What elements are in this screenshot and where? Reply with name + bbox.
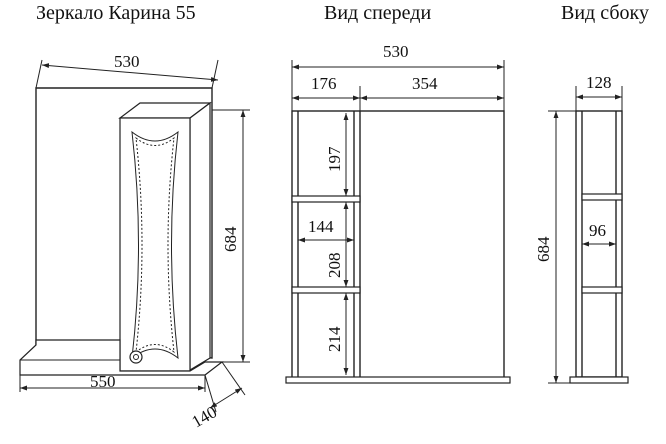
front-view-title: Вид спереди	[324, 2, 432, 24]
side-view: 128 684 96	[534, 73, 629, 384]
front-total-width-label: 530	[383, 42, 409, 61]
perspective-view: 530 684 550 140	[19, 52, 250, 431]
product-title: Зеркало Карина 55	[36, 2, 196, 24]
persp-base-depth-label: 140	[189, 402, 221, 431]
persp-height-label: 684	[221, 226, 240, 252]
front-gap-bottom-label: 214	[325, 326, 344, 352]
front-shelf-2	[291, 286, 361, 294]
front-left-section-label: 176	[311, 74, 337, 93]
side-depth-label: 128	[586, 73, 612, 92]
side-height-label: 684	[534, 236, 553, 262]
side-shelf-2	[581, 286, 623, 294]
door-ornament	[131, 130, 179, 360]
front-gap-middle-label: 208	[325, 253, 344, 279]
front-shelf-1	[291, 195, 361, 203]
front-shelf-depth-label: 144	[308, 217, 334, 236]
persp-width-label: 530	[114, 52, 140, 71]
front-right-section-label: 354	[412, 74, 438, 93]
cabinet-side	[189, 101, 211, 372]
door-knob	[129, 350, 143, 364]
front-gap-top-label: 197	[325, 146, 344, 172]
front-view: 530 176 354 197 144 208 214	[285, 42, 511, 384]
side-shelf-1	[581, 193, 623, 201]
cabinet-door	[119, 117, 191, 372]
side-view-title: Вид сбоку	[561, 2, 649, 24]
persp-base-width-label: 550	[90, 372, 116, 391]
side-shelf-depth-label: 96	[589, 221, 606, 240]
